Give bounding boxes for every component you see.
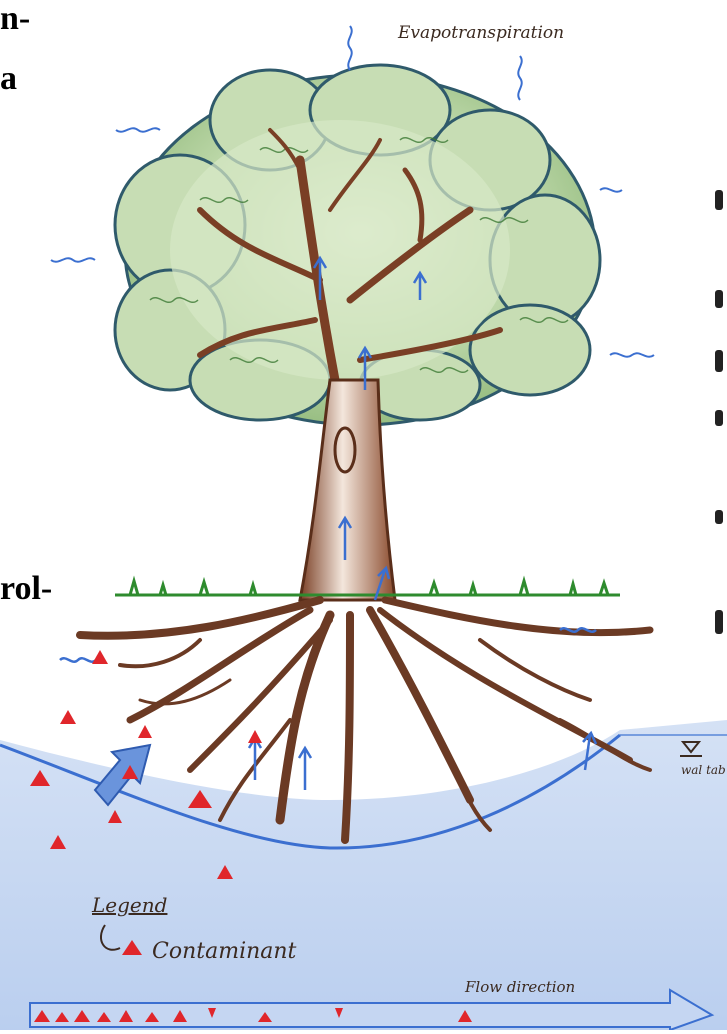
edge-text-1: n- (0, 2, 30, 36)
flow-direction-label: Flow direction (464, 978, 575, 996)
edge-text-3: rol- (0, 572, 52, 606)
edge-text-2: a (0, 62, 17, 96)
legend-title: Legend (91, 893, 167, 917)
legend-contaminant-label: Contaminant (152, 939, 297, 964)
evapotranspiration-label: Evapotranspiration (397, 23, 564, 43)
water-table-label: wal tab (681, 763, 726, 777)
right-edge-text-fragment (709, 180, 723, 650)
tree-canopy (115, 65, 600, 425)
groundwater-zone (0, 720, 727, 1030)
